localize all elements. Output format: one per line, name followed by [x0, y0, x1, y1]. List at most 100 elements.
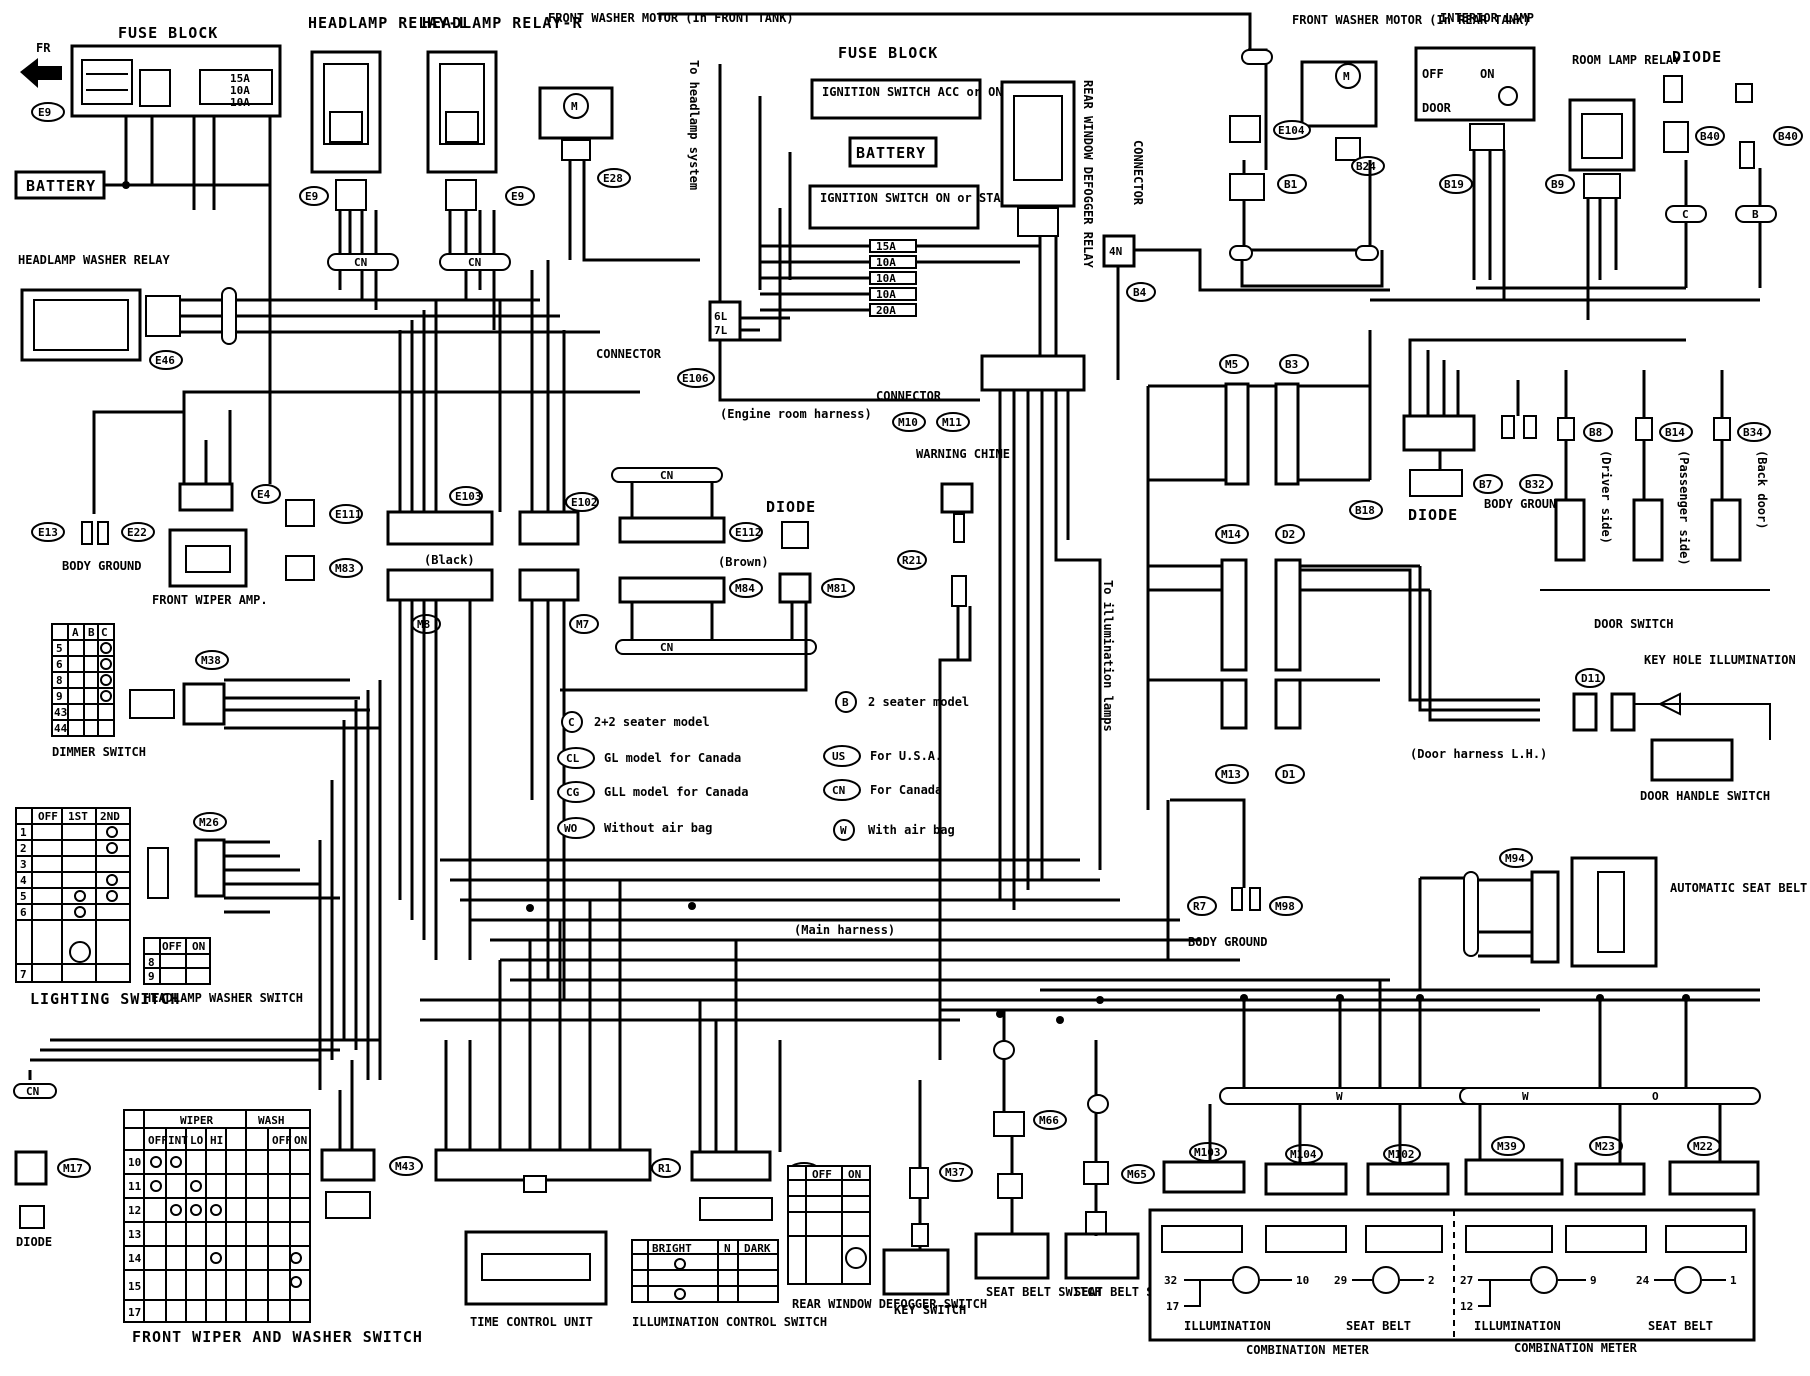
svg-text:C: C	[101, 626, 108, 639]
svg-text:B4: B4	[1133, 286, 1147, 299]
time-control-unit-label: TIME CONTROL UNIT	[470, 1315, 593, 1329]
e4-connector: E4	[178, 482, 281, 512]
svg-text:M81: M81	[827, 582, 847, 595]
svg-text:8: 8	[56, 674, 63, 687]
interior-lamp-door: DOOR	[1422, 101, 1452, 115]
black-label: (Black)	[424, 553, 475, 567]
dark: DARK	[744, 1242, 771, 1255]
headlamp-relay-r: HEADLAMP RELAY-R E9	[422, 14, 582, 211]
svg-text:M94: M94	[1505, 852, 1525, 865]
svg-text:M26: M26	[199, 816, 219, 829]
svg-text:B1: B1	[1284, 178, 1298, 191]
svg-text:CN: CN	[26, 1085, 39, 1098]
svg-text:B24: B24	[1356, 160, 1376, 173]
svg-text:US: US	[832, 750, 845, 763]
svg-text:CN: CN	[660, 469, 673, 482]
battery-center: BATTERY	[856, 144, 926, 162]
automatic-seat-belt-unit: M94 AUTOMATIC SEAT BELT CONTROL UNIT	[1463, 848, 1810, 968]
front-wiper-amp-label: FRONT WIPER AMP.	[152, 593, 268, 607]
svg-text:M103: M103	[1194, 1146, 1221, 1159]
svg-text:44: 44	[54, 722, 68, 735]
svg-text:5: 5	[20, 890, 27, 903]
dimmer-switch-label: DIMMER SWITCH	[52, 745, 146, 759]
svg-text:B34: B34	[1743, 426, 1763, 439]
svg-text:9: 9	[148, 970, 155, 983]
legend-cn: For Canada	[870, 783, 942, 797]
time-control-unit: TIME CONTROL UNIT	[464, 1230, 608, 1329]
m1-pin-10: 10	[1296, 1274, 1309, 1287]
svg-text:WO: WO	[564, 822, 578, 835]
m2-pin-24: 24	[1636, 1274, 1650, 1287]
door-switch-label: DOOR SWITCH	[1594, 617, 1673, 631]
svg-text:10A: 10A	[230, 84, 250, 97]
r1-connector: R1	[434, 1148, 681, 1193]
svg-text:ON: ON	[848, 1168, 861, 1181]
door-handle-switch-title: DOOR HANDLE SWITCH	[1640, 789, 1770, 803]
svg-text:13: 13	[128, 1228, 141, 1241]
svg-text:B: B	[88, 626, 95, 639]
combination-meter-2-label: COMBINATION METER	[1514, 1341, 1638, 1355]
interior-lamp-on: ON	[1480, 67, 1494, 81]
e9-tag-left: E9	[31, 102, 65, 122]
svg-text:M98: M98	[1275, 900, 1295, 913]
svg-text:15A: 15A	[230, 72, 250, 85]
m5-b3: M5 B3 B18	[1219, 354, 1383, 520]
legend-cg: GLL model for Canada	[604, 785, 749, 799]
illumination-control-switch: BRIGHT N DARK ILLUMINATION CONTROL SWITC…	[631, 1239, 827, 1329]
svg-text:E9: E9	[305, 190, 318, 203]
seat-belt-switch-1-label: SEAT BELT SWITCH	[986, 1285, 1102, 1299]
svg-text:1: 1	[20, 826, 27, 839]
svg-text:CL: CL	[566, 752, 580, 765]
svg-text:9: 9	[56, 690, 63, 703]
svg-text:20A: 20A	[876, 304, 896, 317]
svg-text:E104: E104	[1278, 124, 1305, 137]
svg-text:E46: E46	[155, 354, 175, 367]
meter-o-label: O	[1652, 1090, 1659, 1103]
ign-acc-on: IGNITION SWITCH ACC or ON	[822, 85, 1003, 99]
headlamp-relay-l: HEADLAMP RELAY-L E9	[299, 14, 468, 211]
svg-text:M104: M104	[1290, 1148, 1317, 1161]
svg-text:12: 12	[128, 1204, 141, 1217]
battery-left-label: BATTERY	[26, 177, 96, 195]
m1-pin-2: 2	[1428, 1274, 1435, 1287]
svg-text:HI: HI	[210, 1134, 223, 1147]
room-lamp-relay: ROOM LAMP RELAY B9	[1545, 53, 1681, 199]
body-ground-right-top-label: BODY GROUND	[1484, 497, 1563, 511]
body-ground-left: E13 E22 BODY GROUND	[31, 521, 155, 573]
svg-text:M22: M22	[1693, 1140, 1713, 1153]
svg-text:E102: E102	[571, 496, 598, 509]
to-illumination-lamps: To illumination lamps	[1101, 580, 1115, 732]
svg-text:M39: M39	[1497, 1140, 1517, 1153]
svg-text:CG: CG	[566, 786, 580, 799]
m83-connector: M83	[285, 555, 363, 581]
interior-lamp-title: INTERIOR LAMP	[1440, 11, 1534, 25]
fuse-block-left-title: FUSE BLOCK	[118, 24, 218, 42]
m1-pin-29: 29	[1334, 1274, 1347, 1287]
seat-belt-1: SEAT BELT	[1346, 1319, 1411, 1333]
bright: BRIGHT	[652, 1242, 692, 1255]
svg-text:6: 6	[56, 658, 63, 671]
svg-text:OFF: OFF	[148, 1134, 168, 1147]
svg-text:E13: E13	[38, 526, 58, 539]
m38-connector: M38	[129, 650, 229, 726]
connector-top: CONNECTOR	[1131, 140, 1145, 206]
illumination-2: ILLUMINATION	[1474, 1319, 1561, 1333]
interior-lamp-off: OFF	[1422, 67, 1444, 81]
svg-text:OFF: OFF	[162, 940, 182, 953]
svg-text:10A: 10A	[230, 96, 250, 109]
key-hole-illumination: KEY HOLE ILLUMINATION D11 (Door harness …	[1410, 653, 1796, 803]
svg-text:M38: M38	[201, 654, 221, 667]
headlamp-washer-relay-title: HEADLAMP WASHER RELAY	[18, 253, 170, 267]
svg-text:M7: M7	[576, 618, 589, 631]
svg-text:LO: LO	[190, 1134, 204, 1147]
svg-text:CN: CN	[832, 784, 845, 797]
seat-belt-switch-1: M66 SEAT BELT SWITCH	[974, 1110, 1102, 1299]
interior-lamp: INTERIOR LAMP OFF ON DOOR B19	[1414, 11, 1536, 194]
headlamp-washer-switch-label: HEADLAMP WASHER SWITCH	[144, 991, 303, 1005]
front-washer-motor-rear-title: FRONT WASHER MOTOR (In REAR TANK)	[1292, 13, 1530, 27]
svg-text:OFF: OFF	[38, 810, 58, 823]
svg-text:B: B	[842, 696, 849, 709]
